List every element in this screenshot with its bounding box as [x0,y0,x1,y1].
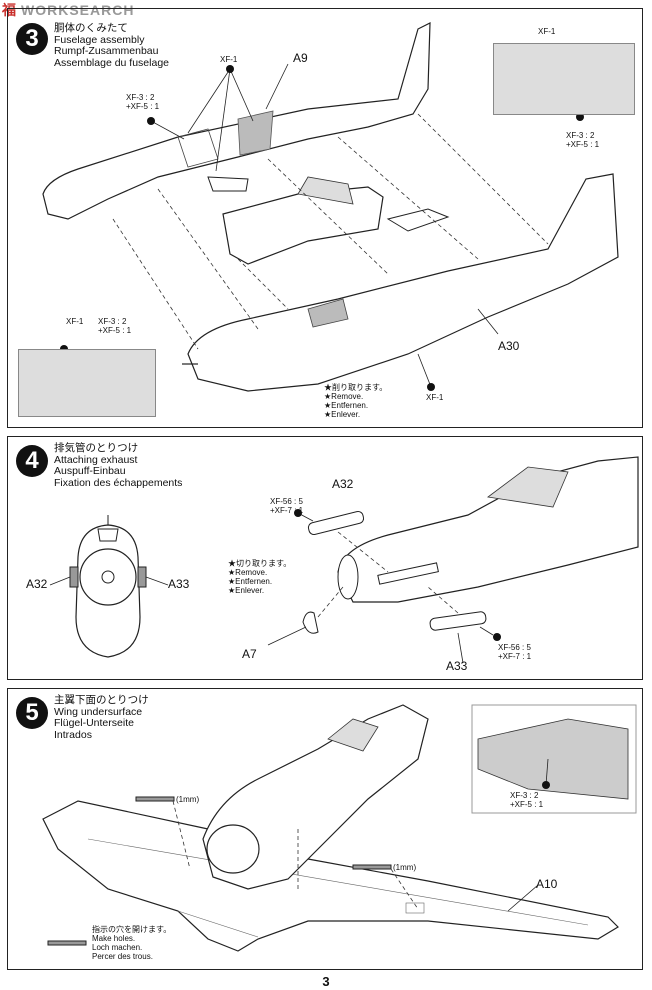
paint-xf1-bottom: XF-1 [426,393,444,402]
paint-xf3-left-line1: XF-3 : 2 [126,93,155,102]
paint-xf3-inset-left-line2: +XF-5 : 1 [98,326,132,335]
part-label-a33-left: A33 [168,577,190,591]
cut-note-4-jp: ★切り取ります。 [228,559,292,568]
paint-xf56-bottom-line2: +XF-7 : 1 [498,652,532,661]
drill-size-1: (1mm) [176,795,200,804]
step-3-number: 3 [16,23,48,55]
step-5-number: 5 [16,697,48,729]
cut-note-4-en: ★Remove. [228,568,268,577]
paint-xf3-left-line2: +XF-5 : 1 [126,102,160,111]
paint-xf3-right-line2: +XF-5 : 1 [566,140,600,149]
paint-xf3-right-line1: XF-3 : 2 [566,131,595,140]
remove-note-3: ★削り取ります。 ★Remove. ★Entfernen. ★Enlever. [324,383,387,419]
step-3-inset-left [18,349,156,417]
remove-note-3-fr: ★Enlever. [324,410,361,419]
step-4-number: 4 [16,445,48,477]
step-5-drawing [42,704,637,952]
page-number: 3 [322,974,330,989]
paint-xf3-right: XF-3 : 2 +XF-5 : 1 [566,131,599,149]
paint-xf3-left: XF-3 : 2 +XF-5 : 1 [126,93,159,111]
paint-xf3-inset-left: XF-3 : 2 +XF-5 : 1 [98,317,131,335]
part-label-a7: A7 [242,647,257,661]
remove-note-3-de: ★Entfernen. [324,401,369,410]
holes-note-5-de: Loch machen. [92,943,143,952]
part-label-a32-left: A32 [26,577,48,591]
holes-note-5-jp: 指示の穴を開けます。 [92,925,172,934]
step-5-title-fr: Intrados [54,728,92,741]
drill-size-2: (1mm) [393,863,417,872]
step-3-title: 胴体のくみたて Fuselage assembly Rumpf-Zusammen… [54,22,169,69]
part-label-a10: A10 [536,877,558,891]
step-5-title: 主翼下面のとりつけ Wing undersurface Flügel-Unter… [54,694,149,741]
part-label-a33-bottom: A33 [446,659,468,673]
step-4-title-en: Attaching exhaust [54,453,138,466]
cut-note-4: ★切り取ります。 ★Remove. ★Entfernen. ★Enlever. [228,559,291,595]
step-3-title-fr: Assemblage du fuselage [54,56,169,69]
paint-xf1-inset-right: XF-1 [538,27,556,36]
paint-xf3-inset-left-line1: XF-3 : 2 [98,317,127,326]
paint-xf3-step5-line2: +XF-5 : 1 [510,800,544,809]
paint-xf56-bottom: XF-56 : 5 +XF-7 : 1 [498,643,531,661]
step-5-title-en: Wing undersurface [54,705,143,718]
remove-note-3-jp: ★削り取ります。 [324,383,388,392]
step-3-inset-right [493,43,635,115]
watermark-en: WORKSEARCH [21,2,135,18]
step-4-title-de: Auspuff-Einbau [54,465,126,477]
step-4-title: 排気管のとりつけ Attaching exhaust Auspuff-Einba… [54,442,183,489]
paint-xf56-top-line1: XF-56 : 5 [270,497,303,506]
step-3-title-de: Rumpf-Zusammenbau [54,45,159,57]
paint-xf56-top: XF-56 : 5 +XF-7 : 1 [270,497,303,515]
part-label-a30: A30 [498,339,520,353]
paint-xf3-step5: XF-3 : 2 +XF-5 : 1 [510,791,543,809]
part-label-a32-top: A32 [332,477,354,491]
part-label-a9: A9 [293,51,308,65]
holes-note-5: 指示の穴を開けます。 Make holes. Loch machen. Perc… [92,925,171,961]
step-4-title-fr: Fixation des échappements [54,476,183,489]
step-5-title-de: Flügel-Unterseite [54,717,134,729]
paint-xf56-top-line2: +XF-7 : 1 [270,506,304,515]
holes-note-5-fr: Percer des trous. [92,952,153,961]
cut-note-4-fr: ★Enlever. [228,586,265,595]
holes-note-5-en: Make holes. [92,934,136,943]
paint-xf56-bottom-line1: XF-56 : 5 [498,643,531,652]
step-5-title-jp: 主翼下面のとりつけ [54,694,149,706]
step-4-title-jp: 排気管のとりつけ [54,442,139,454]
step-5-panel: 5 主翼下面のとりつけ Wing undersurface Flügel-Unt… [7,688,643,970]
step-4-panel: 4 排気管のとりつけ Attaching exhaust Auspuff-Ein… [7,436,643,680]
remove-note-3-en: ★Remove. [324,392,364,401]
step-3-panel: 3 胴体のくみたて Fuselage assembly Rumpf-Zusamm… [7,8,643,428]
watermark-zh: 福 [2,2,17,18]
paint-xf1-top: XF-1 [220,55,238,64]
paint-xf3-step5-line1: XF-3 : 2 [510,791,539,800]
step-3-drawing [42,22,619,392]
step-3-title-en: Fuselage assembly [54,33,145,46]
cut-note-4-de: ★Entfernen. [228,577,273,586]
step-3-title-jp: 胴体のくみたて [54,22,128,34]
step-4-drawing [49,456,639,664]
paint-xf1-inset-left: XF-1 [66,317,84,326]
